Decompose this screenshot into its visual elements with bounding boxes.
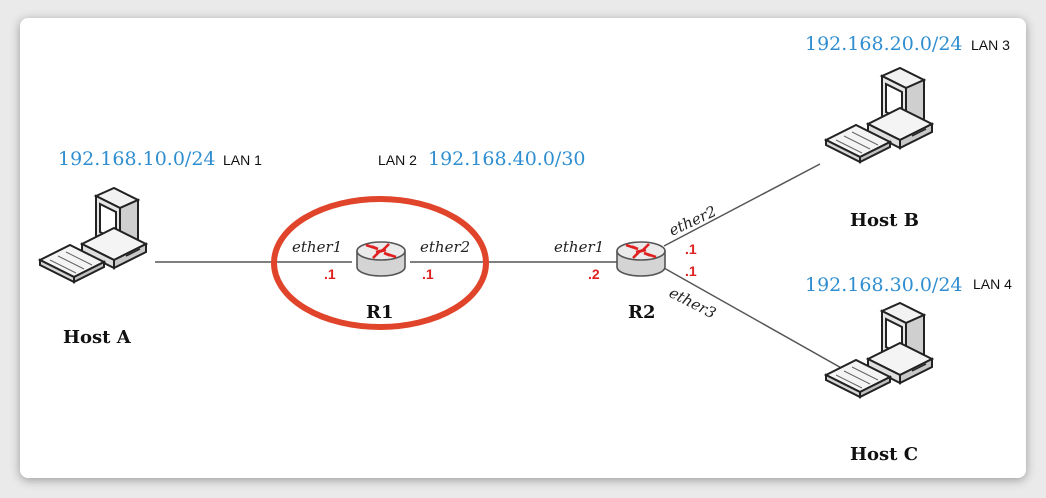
lan1-name: LAN 1 xyxy=(223,152,262,168)
r2-ether3-label: ether3 xyxy=(666,284,719,323)
r2-ether2-label: ether2 xyxy=(666,202,719,240)
r2-ether2-addr: .1 xyxy=(685,241,697,257)
lan1-subnet: 192.168.10.0/24 xyxy=(58,148,216,170)
lan3-subnet: 192.168.20.0/24 xyxy=(805,33,963,55)
lan2-subnet: 192.168.40.0/30 xyxy=(428,148,586,170)
r1-ether2-label: ether2 xyxy=(420,238,470,256)
lan3-name: LAN 3 xyxy=(971,37,1010,53)
host-b-label: Host B xyxy=(850,210,919,231)
host-c-computer-icon xyxy=(825,302,933,398)
link-r2-hostc xyxy=(663,267,853,375)
r1-router-icon xyxy=(355,240,407,278)
host-b-computer-icon xyxy=(825,67,933,163)
r1-ether1-addr: .1 xyxy=(324,266,336,282)
lan2-name: LAN 2 xyxy=(378,152,417,168)
r2-ether3-addr: .1 xyxy=(685,263,697,279)
r1-highlight-ring xyxy=(271,196,489,330)
r2-ether1-label: ether1 xyxy=(554,238,604,256)
lan4-subnet: 192.168.30.0/24 xyxy=(805,274,963,296)
lan4-name: LAN 4 xyxy=(973,276,1012,292)
host-a-label: Host A xyxy=(63,327,132,348)
host-a-computer-icon xyxy=(39,187,147,283)
diagram-card xyxy=(20,18,1026,478)
link-r2-hostb xyxy=(663,163,821,247)
r1-ether1-label: ether1 xyxy=(292,238,342,256)
r2-router-icon xyxy=(615,240,667,278)
host-c-label: Host C xyxy=(850,444,918,465)
r2-ether1-addr: .2 xyxy=(588,266,600,282)
r1-label: R1 xyxy=(366,302,393,323)
r2-label: R2 xyxy=(628,302,655,323)
r1-ether2-addr: .1 xyxy=(422,266,434,282)
